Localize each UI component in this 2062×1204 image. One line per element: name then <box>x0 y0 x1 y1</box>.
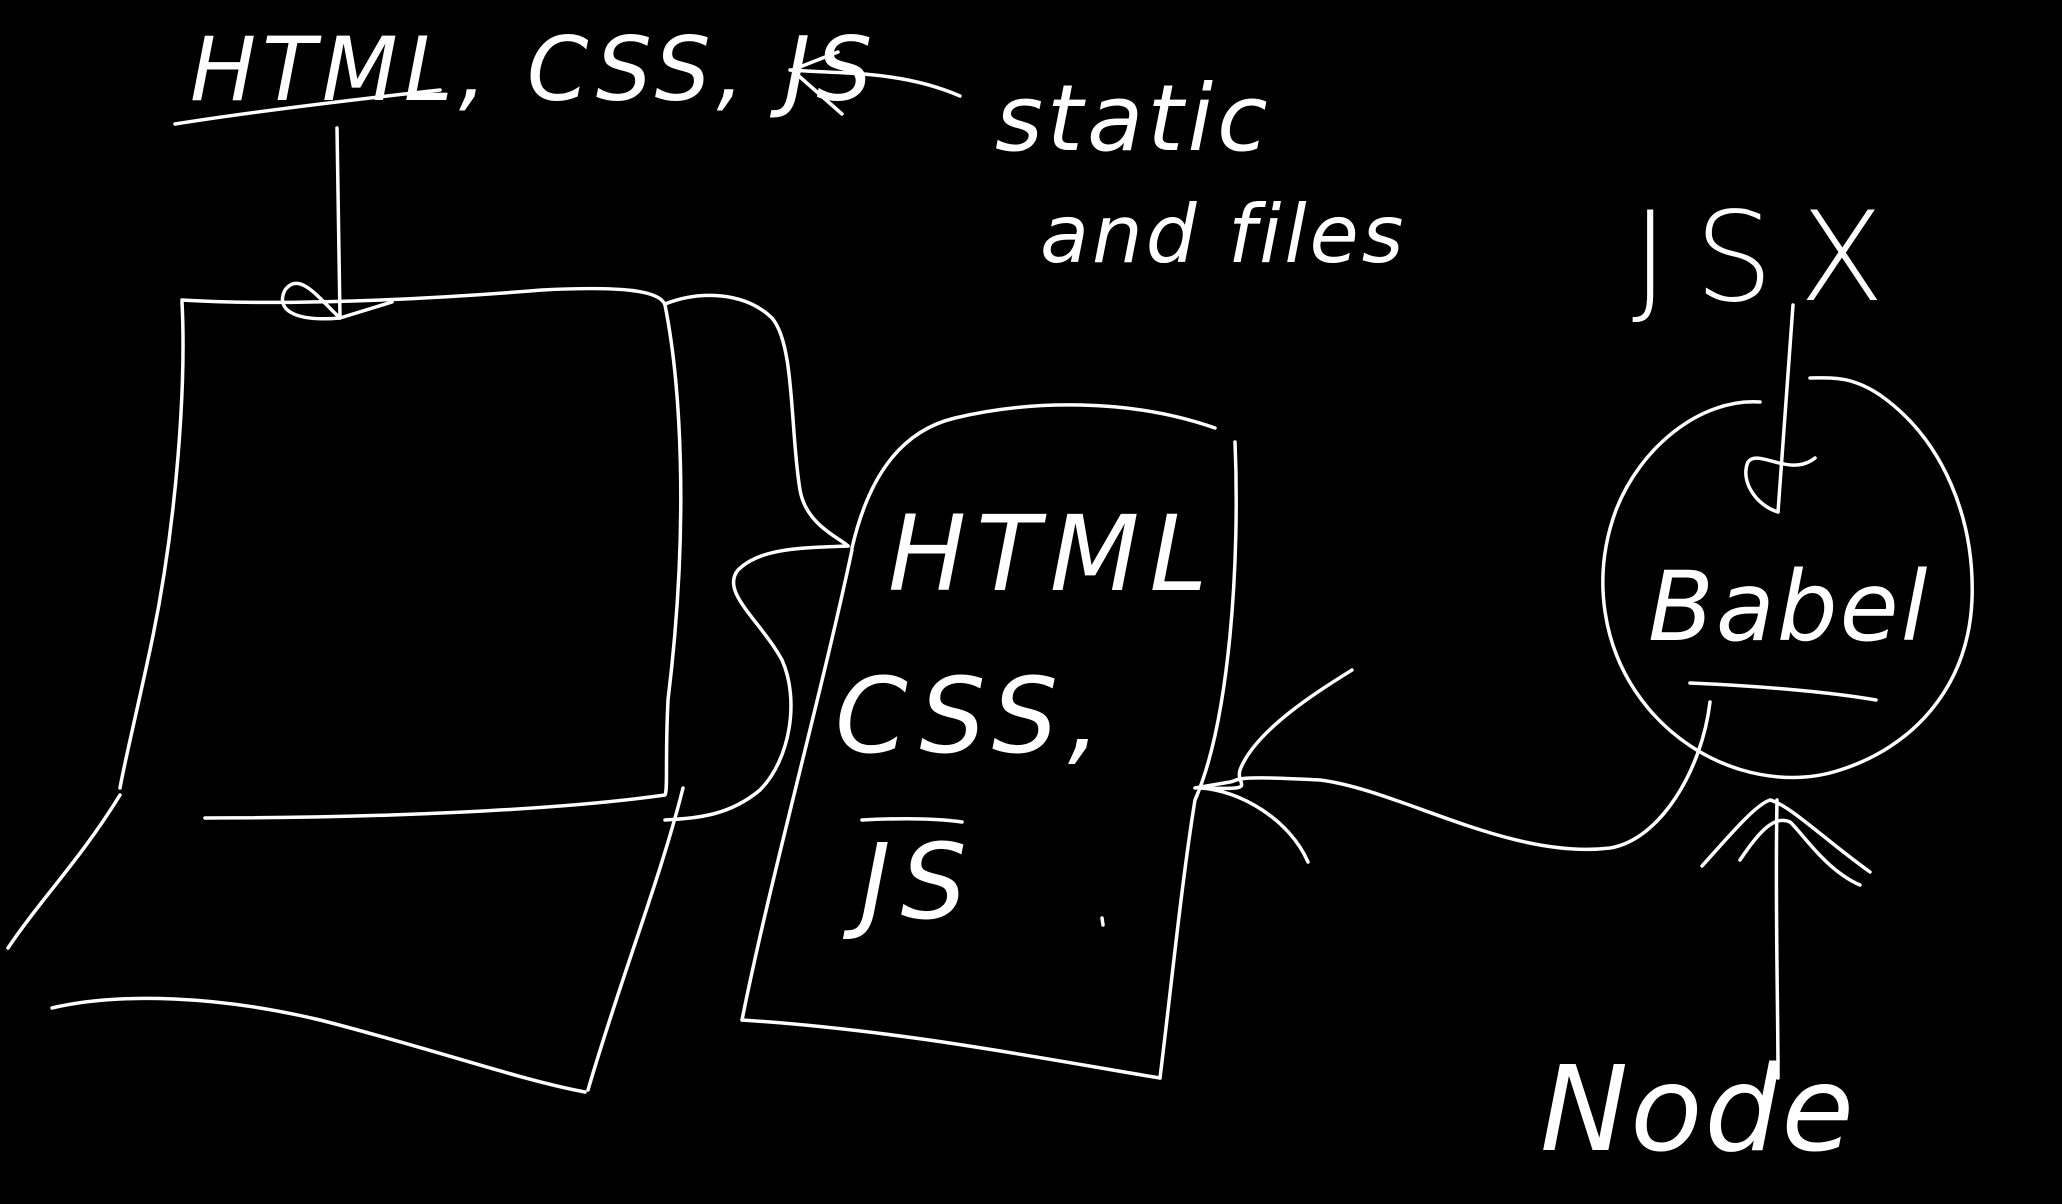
document-bottom-edge <box>740 1018 1162 1080</box>
document-right-edge <box>1158 440 1238 1080</box>
document-left-edge <box>740 548 854 1022</box>
top-to-computer-arrowhead <box>280 281 394 321</box>
node-to-babel-arrow <box>1774 798 1780 1080</box>
computer-bottom-line <box>50 996 587 1094</box>
static-label: static <box>995 65 1272 172</box>
top-files-label: HTML, CSS, JS <box>190 18 878 121</box>
files-label: and files <box>1040 188 1406 281</box>
computer-screen-left-edge <box>118 300 185 790</box>
static-to-top-arrow <box>788 68 962 98</box>
babel-to-doc-arrow <box>1193 700 1712 852</box>
computer-side-bracket <box>663 544 850 822</box>
babel-underline <box>1688 681 1878 702</box>
top-label-underline <box>173 88 442 126</box>
jsx-label: JSX <box>1632 186 1910 330</box>
doc-js-overline <box>860 816 964 824</box>
top-to-computer-arrow <box>335 126 342 320</box>
node-to-babel-arrowhead <box>1700 798 1872 887</box>
node-label: Node <box>1540 1040 1856 1178</box>
computer-screen-outline <box>180 286 683 820</box>
static-to-top-arrowhead <box>790 50 844 116</box>
computer-side-panel <box>663 293 850 548</box>
doc-js-label: JS <box>842 821 977 943</box>
computer-front-edge <box>586 786 685 1092</box>
doc-css-label: CSS, <box>835 655 1111 777</box>
jsx-to-babel-arrow <box>1776 303 1795 514</box>
doc-html-label: HTML <box>888 493 1217 615</box>
babel-to-doc-arrowhead <box>1198 668 1354 864</box>
computer-base <box>6 793 122 950</box>
jsx-to-babel-arrowhead <box>1744 456 1817 514</box>
babel-label: Babel <box>1648 551 1929 663</box>
document-outline <box>850 403 1217 550</box>
doc-dot <box>1100 916 1105 927</box>
babel-circle <box>1601 376 1974 780</box>
